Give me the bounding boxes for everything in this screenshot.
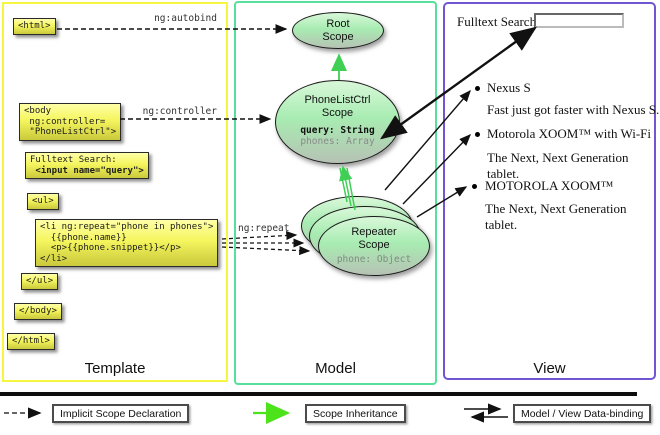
repeater-prop-phone: phone: Object xyxy=(336,254,412,265)
phonelistctrl-scope-title: PhoneListCtrl Scope xyxy=(304,94,371,119)
view-column-label: View xyxy=(533,360,566,377)
ng-repeat-label: ng:repeat xyxy=(238,223,290,234)
view-item-desc: The Next, Next Generation tablet. xyxy=(487,150,629,181)
model-column xyxy=(234,1,437,385)
template-column xyxy=(2,2,228,382)
view-item-desc: The Next, Next Generation tablet. xyxy=(485,201,627,232)
code-ul-close: </ul> xyxy=(21,273,59,290)
code-ul-open: <ul> xyxy=(27,193,59,210)
list-bullet xyxy=(475,86,480,91)
code-fulltext-label: Fulltext Search: xyxy=(30,155,117,165)
view-item-desc: Fast just got faster with Nexus S. xyxy=(487,102,660,117)
view-search-label: Fulltext Search: xyxy=(457,14,540,29)
repeater-scope-ellipse-front: Repeater Scope phone: Object xyxy=(318,216,430,276)
view-item-title: MOTOROLA XOOM™ xyxy=(485,178,614,193)
template-column-label: Template xyxy=(84,360,146,377)
code-html-close: </html> xyxy=(7,333,55,350)
view-item-title: Nexus S xyxy=(487,80,531,95)
ng-autobind-label: ng:autobind xyxy=(154,13,217,24)
ng-controller-label: ng:controller xyxy=(142,106,217,117)
code-body-open: <body ng:controller= "PhoneListCtrl"> xyxy=(19,103,122,141)
legend-model-view-binding: Model / View Data-binding xyxy=(513,404,652,423)
code-li-repeat: <li ng:repeat="phone in phones"> {{phone… xyxy=(35,219,219,267)
code-body-close: </body> xyxy=(14,303,62,320)
code-input-tag: <input name="query"> xyxy=(30,165,144,176)
root-scope-title: Root Scope xyxy=(322,18,354,43)
model-column-label: Model xyxy=(315,360,356,377)
root-scope-ellipse: Root Scope xyxy=(292,12,384,49)
list-bullet xyxy=(472,184,477,189)
legend-scope-inheritance: Scope Inheritance xyxy=(305,404,406,423)
legend-implicit-scope: Implicit Scope Declaration xyxy=(52,404,190,423)
repeater-scope-title: Repeater Scope xyxy=(351,226,397,251)
ctrl-prop-phones: phones: Array xyxy=(300,136,375,147)
fulltext-search-input[interactable] xyxy=(534,13,624,28)
legend-separator xyxy=(0,392,637,396)
code-fulltext-search: Fulltext Search: <input name="query"> xyxy=(25,152,149,179)
view-item-title: Motorola XOOM™ with Wi-Fi xyxy=(487,126,652,141)
ctrl-prop-query: query: String xyxy=(300,125,375,136)
list-bullet xyxy=(475,132,480,137)
code-html-open: <html> xyxy=(13,18,56,35)
phonelistctrl-scope-ellipse: PhoneListCtrl Scope query: String phones… xyxy=(275,80,400,164)
